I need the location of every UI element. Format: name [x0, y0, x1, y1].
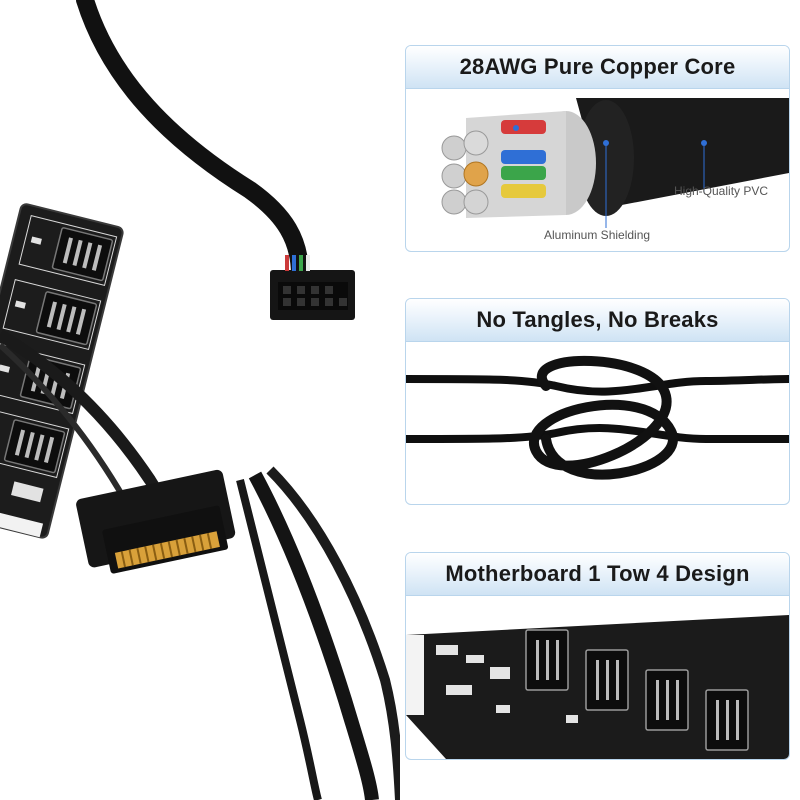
copper-core-title: 28AWG Pure Copper Core	[406, 46, 789, 89]
usb-9pin-connector	[270, 255, 355, 320]
header-cable	[76, 0, 309, 284]
pcb-header	[3, 227, 114, 474]
pcb-closeup-illustration	[406, 615, 789, 759]
sata-power-connector	[76, 469, 236, 574]
motherboard-design-title: Motherboard 1 Tow 4 Design	[406, 553, 789, 596]
copper-core-panel: 28AWG Pure Copper Core	[405, 45, 790, 252]
power-cable	[248, 471, 379, 800]
copper-strands	[441, 120, 546, 215]
no-tangles-panel: No Tangles, No Breaks	[405, 298, 790, 505]
pvc-callout: High-Quality PVC	[674, 184, 769, 198]
motherboard-design-panel: Motherboard 1 Tow 4 Design	[405, 552, 790, 760]
shielding-callout: Aluminum Shielding	[544, 228, 651, 242]
cable-knot	[529, 355, 678, 480]
usb-hub-illustration	[0, 0, 400, 800]
hub-pcb	[0, 203, 124, 539]
knotted-cable-illustration	[406, 355, 789, 480]
no-tangles-title: No Tangles, No Breaks	[406, 299, 789, 342]
cable-cross-section-illustration	[441, 98, 789, 228]
